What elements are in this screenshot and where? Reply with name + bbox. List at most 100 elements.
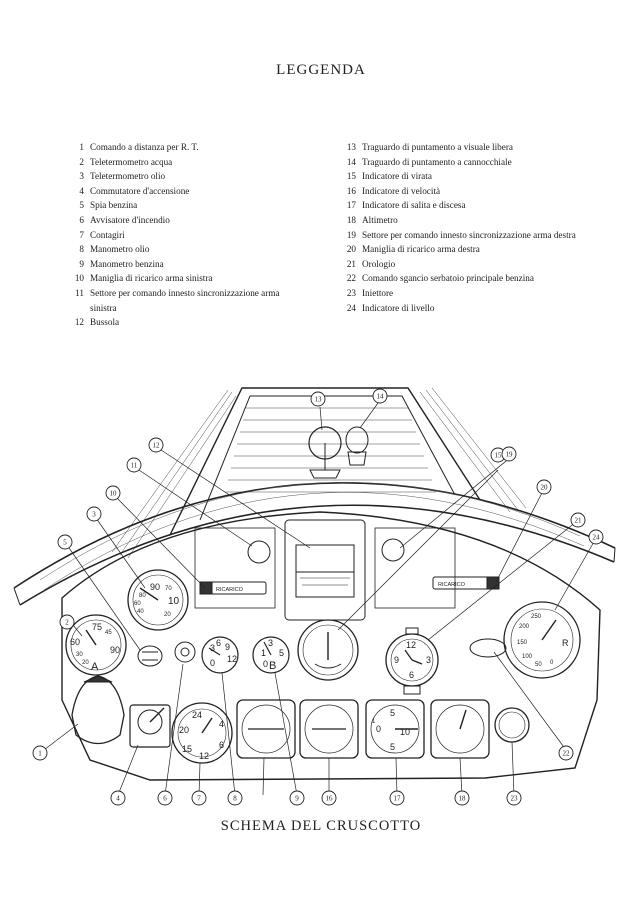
g7-num: 15: [182, 744, 192, 754]
callout-circle: [32, 745, 48, 761]
g2-num: 45: [105, 630, 112, 636]
legend-item-text: Indicatore di livello: [362, 302, 435, 313]
legend-item-number: 21: [346, 258, 356, 269]
callout-circle: [501, 446, 517, 462]
g21-num: 9: [394, 655, 399, 665]
callout-circle: [110, 790, 126, 806]
g24-num: 100: [522, 654, 533, 660]
callout-circle: [570, 512, 586, 528]
callout-circle: [506, 790, 522, 806]
windshield-frame: [169, 387, 481, 536]
callout-label: 24: [593, 534, 601, 542]
handle-label-left: RICARICO: [216, 587, 244, 593]
callout-label: 23: [511, 795, 519, 803]
legend-item-text: Maniglia di ricarico arma sinistra: [90, 273, 213, 284]
legend-item: 19 Settore per comando innesto sincronizz…: [340, 228, 590, 243]
callout-label: 11: [131, 462, 138, 470]
g2-num: 30: [76, 652, 83, 658]
legend-item: 7 Contagiri: [68, 228, 303, 243]
callout-label: 22: [563, 750, 571, 758]
g8-num: 9: [225, 642, 230, 652]
callout-circle: [157, 790, 173, 806]
g21-num: 6: [409, 670, 414, 680]
g3-num: 90: [150, 582, 160, 592]
legend-item-number: 2: [79, 156, 84, 167]
legend-item-text: Indicatore di velocità: [362, 185, 441, 196]
callout-circle: [454, 790, 470, 806]
callout-circle: [57, 534, 73, 550]
g7-num: 12: [199, 751, 209, 761]
legend-item-number: 18: [346, 214, 356, 225]
legend-item-text: Manometro benzina: [90, 258, 164, 269]
g3-num: 80: [139, 593, 146, 599]
g24-num: 250: [531, 614, 542, 620]
g24-num: 50: [535, 662, 542, 668]
legend-item-number: 24: [346, 302, 356, 313]
legend-item-text: Contagiri: [90, 229, 125, 240]
callout-label: 1: [38, 750, 42, 758]
legend-item-text: Settore per comando innesto sincronizzaz…: [362, 229, 576, 240]
callout-label: 10: [110, 490, 118, 498]
g9-letter: B: [269, 660, 276, 672]
callout-label: 3: [92, 511, 96, 519]
legend-item-number: 3: [79, 171, 84, 182]
callout-circle: [126, 457, 142, 473]
legend-item: 24 Indicatore di livello: [340, 301, 590, 316]
legend-title: LEGGENDA: [276, 62, 366, 78]
legend-item: 11 Settore per comando innesto sincronizz…: [68, 286, 303, 315]
legend-item-number: 4: [79, 185, 84, 196]
legend-item-number: 16: [346, 185, 356, 196]
g24-num: 200: [519, 624, 530, 630]
cockpit-diagram: 75 60 45 90 30 20 A 90 80 60 10 40 70 20…: [13, 387, 616, 806]
g3-num: 70: [165, 586, 172, 592]
g2-letter: A: [91, 661, 99, 673]
legend-item-number: 19: [346, 229, 356, 240]
callout-label: 7: [197, 795, 201, 803]
callout-circle: [105, 485, 121, 501]
legend-item-number: 12: [74, 317, 84, 328]
g24-num: 0: [550, 660, 554, 666]
g24-num: 150: [517, 640, 528, 646]
legend-item-text: Comando a distanza per R. T.: [90, 142, 199, 152]
legend-item-number: 15: [346, 171, 356, 182]
legend-item-number: 5: [79, 200, 84, 211]
g9-num: 3: [268, 638, 273, 648]
legend-item-text: Altimetro: [362, 214, 398, 225]
callout-circle: [310, 391, 326, 407]
legend-item-number: 14: [346, 156, 356, 167]
callout-label: 19: [506, 451, 514, 459]
g24-letter: R: [562, 638, 569, 648]
callout-circle: [289, 790, 305, 806]
callout-label: 8: [233, 795, 237, 803]
legend-item-number: 10: [74, 273, 84, 284]
callout-label: 6: [163, 795, 167, 803]
legend-item-number: 11: [75, 287, 84, 298]
legend-item-text: Traguardo di puntamento a visuale libera: [362, 142, 513, 152]
legend-item-number: 7: [79, 229, 84, 240]
g2-num: 60: [70, 637, 80, 647]
g7-num: 6: [219, 740, 224, 750]
callout-label: 21: [575, 517, 583, 525]
g3-num: 10: [168, 596, 180, 607]
g3-num: 60: [134, 601, 141, 607]
callout-circle: [389, 790, 405, 806]
legend-item-text: Settore per comando innesto sincronizzaz…: [90, 287, 280, 313]
g17-num: 0: [376, 724, 381, 734]
g8-num: 0: [210, 658, 215, 668]
callout-circle: [536, 479, 552, 495]
callout-label: 16: [326, 795, 334, 803]
